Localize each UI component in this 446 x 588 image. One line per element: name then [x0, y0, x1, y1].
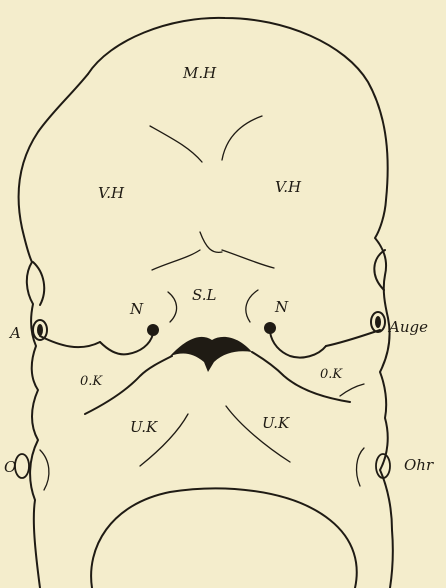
label-ok-left: 0.K — [80, 374, 103, 389]
ear-right-fold — [357, 448, 364, 486]
forebrain-fold-left — [152, 250, 200, 270]
label-o-left: O — [4, 458, 16, 476]
midbrain-fold-left — [150, 126, 202, 162]
nasal-curve-right — [246, 290, 258, 322]
nasal-groove-right — [270, 332, 326, 358]
label-vh-left: V.H — [98, 184, 125, 202]
ear-left-fold — [40, 450, 49, 490]
forebrain-fold-right — [222, 250, 274, 268]
label-mh: M.H — [182, 64, 217, 82]
nasal-curve-left — [168, 292, 177, 322]
lower-body-arc — [91, 488, 357, 588]
eye-right-pupil — [375, 316, 381, 328]
jaw-connector-left — [40, 336, 100, 347]
head-outline-left — [19, 74, 88, 588]
ear-left — [15, 454, 29, 478]
eye-left-pupil — [37, 324, 43, 336]
label-auge: Auge — [387, 318, 428, 336]
label-n-left: N — [129, 300, 144, 318]
jaw-connector-right — [326, 330, 380, 346]
nasal-groove-left — [100, 334, 153, 354]
eye-bulge-left — [33, 262, 44, 305]
label-n-right: N — [274, 298, 289, 316]
midbrain-fold-right — [222, 116, 262, 160]
jaw-tip-right — [340, 384, 364, 396]
label-uk-left: U.K — [130, 418, 158, 436]
label-a: A — [8, 324, 21, 342]
label-vh-right: V.H — [275, 178, 302, 196]
label-ok-right: 0.K — [320, 367, 343, 382]
forebrain-fold-center — [200, 232, 222, 252]
label-ohr: Ohr — [404, 456, 434, 474]
label-uk-right: U.K — [262, 414, 290, 432]
mouth-opening — [170, 337, 252, 372]
label-sl: S.L — [192, 286, 217, 304]
